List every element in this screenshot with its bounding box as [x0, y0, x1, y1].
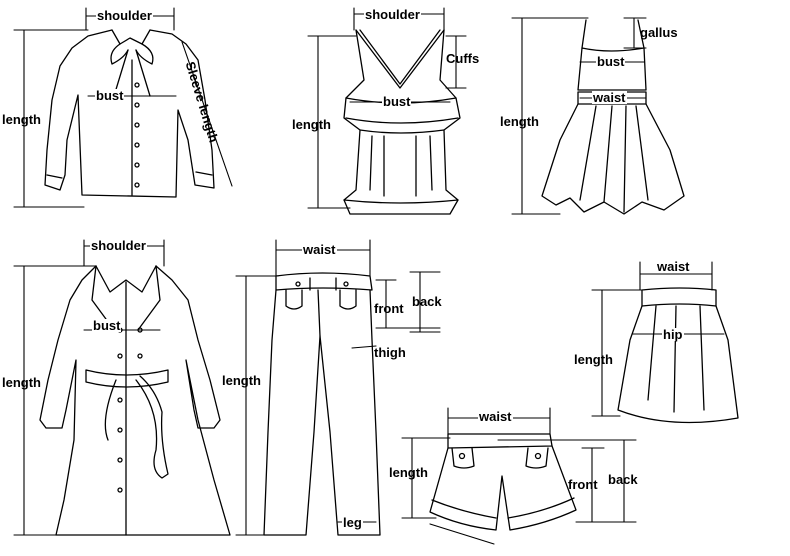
vest-length-label: length: [292, 117, 331, 132]
skirt-length-label: length: [574, 352, 613, 367]
vest-bust-label: bust: [382, 94, 412, 109]
coat-bust-label: bust: [92, 318, 122, 333]
pants-measure-lines: [235, 239, 441, 536]
vest-cuffs-label: Cuffs: [446, 51, 480, 66]
skirt-hip-label: hip: [662, 327, 684, 342]
pants-back-label: back: [412, 294, 442, 309]
coat-illustration: [39, 265, 231, 536]
shirt-shoulder-label: shoulder: [96, 8, 153, 23]
skirt-waist-label: waist: [656, 259, 691, 274]
pants-waist-label: waist: [302, 242, 337, 257]
dress-gallus-label: gallus: [640, 25, 678, 40]
dress-illustration: [541, 19, 685, 215]
coat-shoulder-label: shoulder: [90, 238, 147, 253]
shorts-length-label: length: [389, 465, 428, 480]
pants-illustration: [263, 272, 381, 536]
vest-shoulder-label: shoulder: [364, 7, 421, 22]
skirt-illustration: [617, 287, 739, 424]
shorts-waist-label: waist: [478, 409, 513, 424]
pants-front-label: front: [374, 301, 404, 316]
pants-leg-label: leg: [342, 515, 363, 530]
shirt-bust-label: bust: [95, 88, 125, 103]
shirt-length-label: length: [2, 112, 41, 127]
dress-length-label: length: [500, 114, 539, 129]
shirt-illustration: [44, 29, 215, 198]
pants-length-label: length: [222, 373, 261, 388]
dress-measure-lines: [511, 17, 647, 215]
shorts-measure-lines: [401, 407, 637, 545]
skirt-measure-lines: [591, 261, 725, 417]
dress-waist-label: waist: [592, 90, 627, 105]
shorts-front-label: front: [568, 477, 598, 492]
dress-bust-label: bust: [596, 54, 626, 69]
shorts-back-label: back: [608, 472, 638, 487]
shorts-illustration: [429, 433, 577, 531]
pants-thigh-label: thigh: [374, 345, 406, 360]
vest-illustration: [343, 29, 461, 215]
coat-length-label: length: [2, 375, 41, 390]
